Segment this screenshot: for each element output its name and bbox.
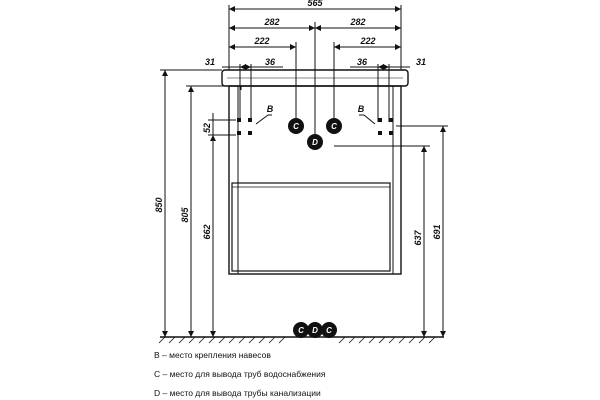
drawer-front bbox=[231, 182, 391, 272]
dim-label-637: 637 bbox=[413, 230, 423, 246]
dim-label-805: 805 bbox=[180, 207, 190, 223]
hinge-dot bbox=[389, 131, 393, 135]
dim-label-222-left: 222 bbox=[253, 36, 269, 46]
dim-label-31-left: 31 bbox=[205, 57, 215, 67]
marker-label: D bbox=[312, 138, 318, 147]
floor-water-marker-left bbox=[293, 322, 309, 338]
legend-d: D – место для вывода трубы канализации bbox=[154, 388, 321, 398]
marker-label: C bbox=[326, 326, 332, 335]
drain-pipe-marker bbox=[307, 134, 323, 150]
dim-label-36-right: 36 bbox=[357, 57, 368, 67]
hinge-dot bbox=[389, 118, 393, 122]
hinge-dot bbox=[237, 131, 241, 135]
legend-c: С – место для вывода труб водоснабжения bbox=[154, 369, 326, 379]
hinge-dot bbox=[248, 118, 252, 122]
dim-label-691: 691 bbox=[432, 224, 442, 239]
dim-label-282-right: 282 bbox=[349, 17, 365, 27]
marker-label: C bbox=[293, 122, 299, 131]
dim-label-31-right: 31 bbox=[416, 57, 426, 67]
dim-label-b-left: B bbox=[267, 104, 274, 114]
hinge-dot bbox=[248, 131, 252, 135]
water-pipe-marker-left bbox=[288, 118, 304, 134]
floor-drain-marker bbox=[307, 322, 323, 338]
floor-water-marker-right bbox=[321, 322, 337, 338]
water-pipe-marker-right bbox=[326, 118, 342, 134]
dim-label-52: 52 bbox=[202, 123, 212, 133]
hinge-dot bbox=[378, 118, 382, 122]
dim-label-282-left: 282 bbox=[263, 17, 279, 27]
dim-label-b-right: B bbox=[358, 104, 365, 114]
dim-label-36-left: 36 bbox=[265, 57, 276, 67]
marker-label: C bbox=[331, 122, 337, 131]
dim-label-222-right: 222 bbox=[359, 36, 375, 46]
hinge-dot bbox=[378, 131, 382, 135]
legend-b: B – место крепления навесов bbox=[154, 350, 271, 360]
cabinet-body bbox=[228, 85, 402, 275]
marker-label: C bbox=[298, 326, 304, 335]
dim-label-850: 850 bbox=[154, 197, 164, 212]
dim-label-565: 565 bbox=[307, 0, 323, 8]
dim-label-662: 662 bbox=[202, 224, 212, 239]
marker-label: D bbox=[312, 326, 318, 335]
hinge-dot bbox=[237, 118, 241, 122]
